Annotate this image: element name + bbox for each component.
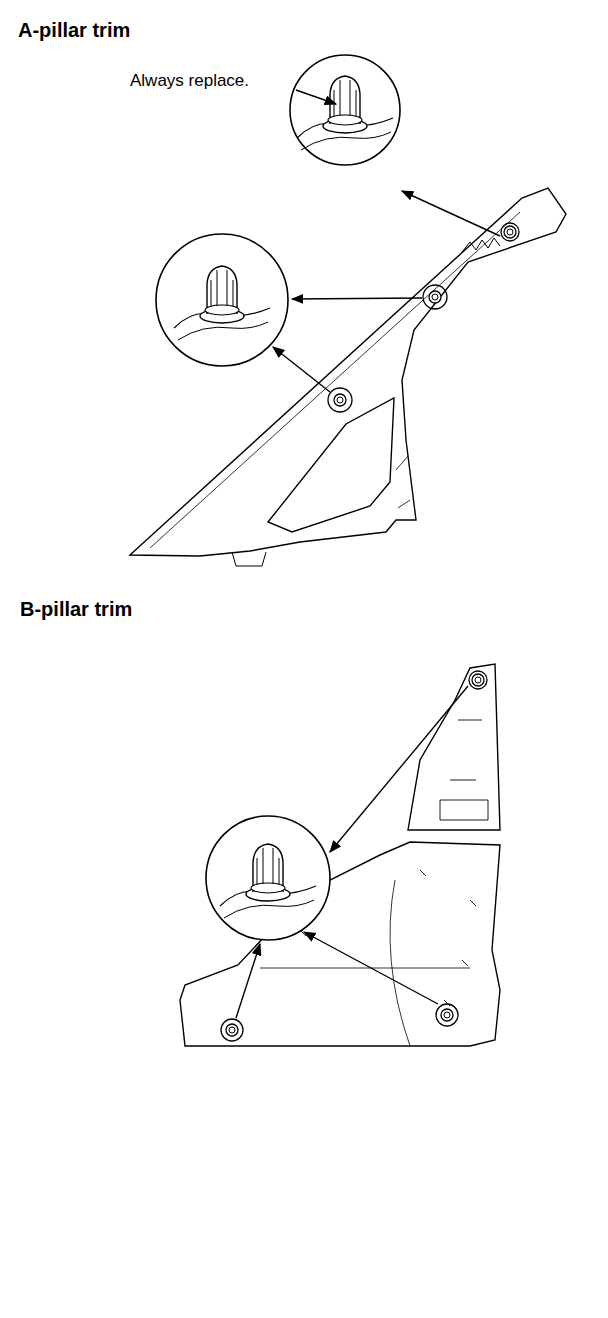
clip-position <box>441 1009 453 1021</box>
clip-position <box>334 394 346 406</box>
clip-position <box>226 1024 238 1036</box>
clip-position <box>429 291 441 303</box>
clip-position <box>504 226 516 238</box>
section-heading: A-pillar trim <box>18 18 130 42</box>
magnifier <box>156 234 288 366</box>
magnifier <box>206 816 330 940</box>
section-heading: B-pillar trim <box>20 597 132 621</box>
leader-arrow <box>273 90 500 392</box>
magnifier <box>290 55 400 165</box>
b-pillar-trim <box>180 664 500 1046</box>
leader-arrow <box>236 686 468 1018</box>
a-pillar-trim <box>130 188 566 566</box>
note-label: Always replace. <box>130 71 249 91</box>
clip-position <box>472 674 484 686</box>
